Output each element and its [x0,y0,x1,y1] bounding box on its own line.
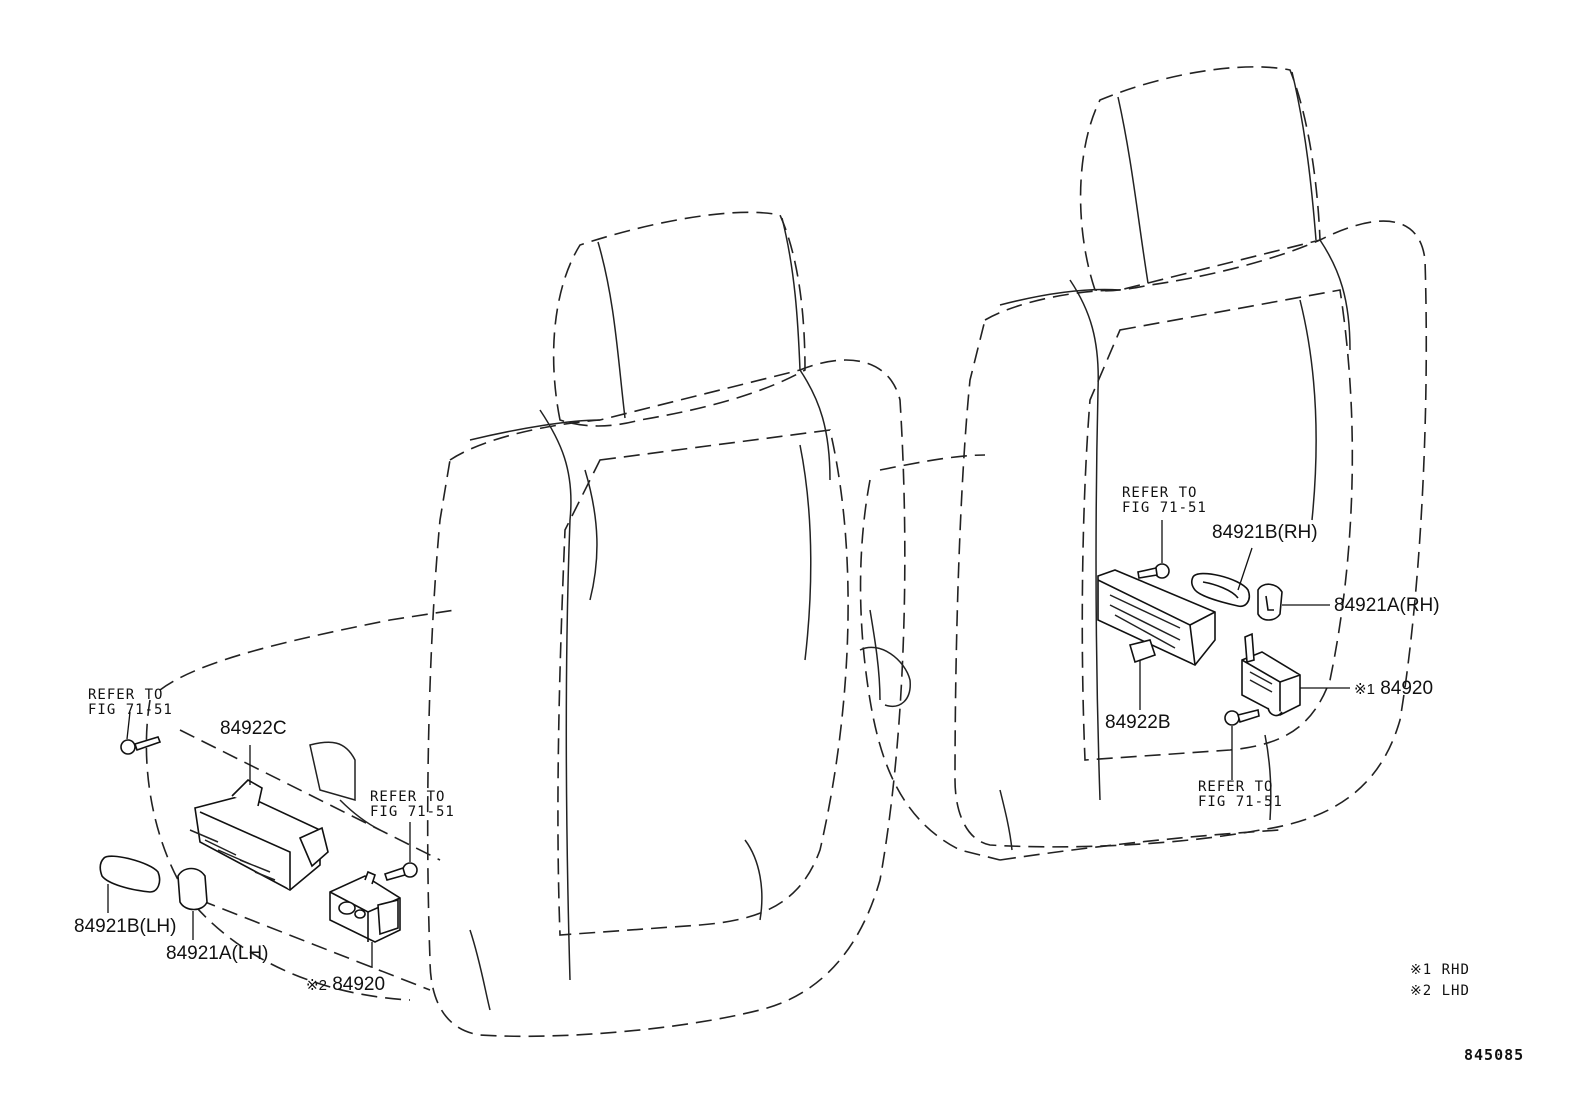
refer-note-line1: REFER TO [370,789,446,805]
right-knob-84921A [1257,583,1330,621]
refer-note-line1: REFER TO [88,687,164,703]
left-bolt-upper [120,711,162,755]
lhd-mark: ※2 [306,977,327,994]
figure-number: 845085 [1464,1046,1525,1064]
rhd-mark: ※1 [1354,681,1375,698]
right-upper-refer-note: REFER TO FIG 71-51 [1122,486,1207,516]
label-84922C: 84922C [220,718,287,739]
left-switch-84920 [329,870,401,968]
right-seat-outline [859,66,1428,861]
left-seat-outline [145,211,906,1038]
part-number: 84920 [332,974,386,995]
left-switch-bracket-84922C [189,745,329,891]
right-bolt-lower [1224,709,1260,780]
left-upper-refer-note: REFER TO FIG 71-51 [88,688,173,718]
refer-note-line1: REFER TO [1122,485,1198,501]
right-bolt-upper [1137,520,1170,579]
right-knob-84921B [1190,547,1253,608]
label-84921B-LH: 84921B(LH) [74,916,177,937]
right-switch-bracket-84922B [1097,569,1216,710]
label-84921A-RH: 84921A(RH) [1334,595,1440,616]
right-lower-refer-note: REFER TO FIG 71-51 [1198,780,1283,810]
refer-note-line2: FIG 71-51 [88,702,173,718]
refer-note-line2: FIG 71-51 [1122,500,1207,516]
legend-lhd: ※2 LHD [1410,983,1470,999]
label-84922B: 84922B [1105,712,1171,733]
label-84920-RHD: ※1 84920 [1354,679,1433,698]
refer-note-line2: FIG 71-51 [1198,794,1283,810]
part-number: 84920 [1380,678,1434,699]
label-84920-LHD: ※2 84920 [306,975,385,994]
refer-note-line1: REFER TO [1198,779,1274,795]
label-84921A-LH: 84921A(LH) [166,943,269,964]
refer-note-line2: FIG 71-51 [370,804,455,820]
left-lower-refer-note: REFER TO FIG 71-51 [370,790,455,820]
left-bolt-lower [383,822,418,881]
legend-rhd: ※1 RHD [1410,962,1470,978]
left-knob-84921B [99,855,161,913]
right-switch-84920 [1241,632,1350,717]
legend: ※1 RHD ※2 LHD [1410,960,1470,1002]
label-84921B-RH: 84921B(RH) [1212,522,1318,543]
left-knob-84921A [177,867,208,940]
